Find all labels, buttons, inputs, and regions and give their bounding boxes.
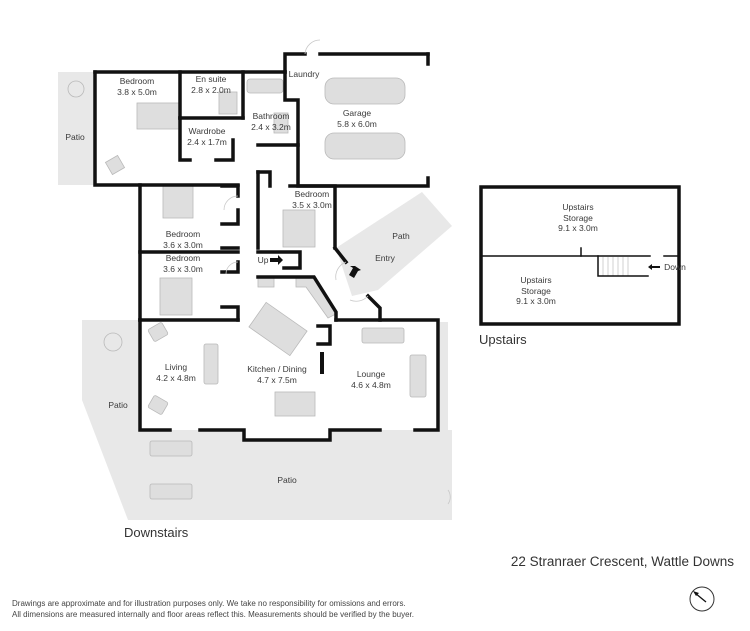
label-patio-bottom: Patio	[277, 475, 297, 485]
bed-bedroom-2	[162, 185, 194, 219]
room-label-ensuite: En suite 2.8 x 2.0m	[191, 74, 231, 95]
wall-entry	[332, 245, 349, 265]
sofa-lounge-top	[361, 327, 405, 344]
door-swings	[223, 39, 451, 505]
label-path: Path	[392, 231, 410, 241]
label-patio-left-top: Patio	[65, 132, 85, 142]
arrows	[270, 255, 660, 278]
patio-sofa-2	[149, 483, 193, 500]
upstairs-stair-treads	[602, 257, 629, 276]
armchair-living-2	[147, 395, 169, 415]
bed-bedroom-3	[159, 277, 193, 316]
bathtub	[246, 78, 284, 94]
car-1	[324, 77, 406, 105]
section-title-upstairs: Upstairs	[479, 332, 527, 347]
bed-bedroom-4	[282, 209, 316, 248]
down-arrow-icon	[648, 264, 660, 270]
wall-bathroom	[256, 70, 300, 147]
dining-table	[274, 391, 316, 417]
furniture	[67, 77, 629, 500]
room-label-kitchen-dining: Kitchen / Dining 4.7 x 7.5m	[247, 364, 307, 385]
north-arrow-compass-icon	[689, 586, 715, 612]
patio-sofa-1	[149, 440, 193, 457]
room-label-bedroom-east: Bedroom 3.5 x 3.0m	[292, 189, 332, 210]
shower-ensuite	[218, 91, 238, 115]
room-label-living: Living 4.2 x 4.8m	[156, 362, 196, 383]
shower-bathroom	[273, 112, 289, 134]
label-stairs-up: Up	[257, 255, 269, 265]
disclaimer: Drawings are approximate and for illustr…	[12, 599, 414, 619]
wall-garage-bottom	[296, 143, 430, 188]
up-arrow-icon	[270, 255, 283, 265]
entry-arrow-icon	[349, 266, 361, 278]
wall-master-outer	[93, 70, 240, 187]
label-patio-left: Patio	[108, 400, 128, 410]
patio-left-top	[58, 72, 95, 185]
room-label-bathroom: Bathroom 2.4 x 3.2m	[251, 111, 291, 132]
walls	[93, 52, 681, 442]
wall-kitchen-top	[256, 275, 338, 322]
wall-wardrobe	[178, 116, 192, 162]
room-label-wardrobe: Wardrobe 2.4 x 1.7m	[187, 126, 227, 147]
wall-laundry	[283, 52, 307, 74]
label-entry: Entry	[375, 253, 395, 263]
label-stairs-down: Down	[664, 262, 686, 272]
bed-master	[136, 102, 180, 130]
room-label-upstairs-storage-2: Upstairs Storage 9.1 x 3.0m	[516, 275, 556, 306]
patio-bottom-left	[82, 320, 452, 520]
patio-table-top	[67, 80, 85, 98]
patio-table-left	[103, 332, 123, 352]
room-label-upstairs-storage-1: Upstairs Storage 9.1 x 3.0m	[558, 202, 598, 233]
armchair-master	[104, 154, 126, 176]
sofa-living	[203, 343, 219, 385]
room-label-bedroom-3: Bedroom 3.6 x 3.0m	[163, 253, 203, 274]
room-label-lounge: Lounge 4.6 x 4.8m	[351, 369, 391, 390]
sofa-lounge-right	[409, 354, 427, 398]
path-walkway	[336, 192, 452, 296]
car-2	[324, 132, 406, 160]
kitchen-island	[248, 301, 308, 357]
outdoor-areas	[58, 72, 452, 520]
room-label-bedroom-2: Bedroom 3.6 x 3.0m	[163, 229, 203, 250]
room-label-laundry: Laundry	[288, 69, 320, 79]
armchair-living-1	[147, 322, 169, 342]
section-title-downstairs: Downstairs	[124, 525, 189, 540]
property-address: 22 Stranraer Crescent, Wattle Downs	[510, 554, 734, 569]
wall-kitchen-side	[316, 324, 332, 346]
room-label-master-bedroom: Bedroom 3.8 x 5.0m	[117, 76, 157, 97]
room-label-garage: Garage 5.8 x 6.0m	[337, 108, 377, 129]
